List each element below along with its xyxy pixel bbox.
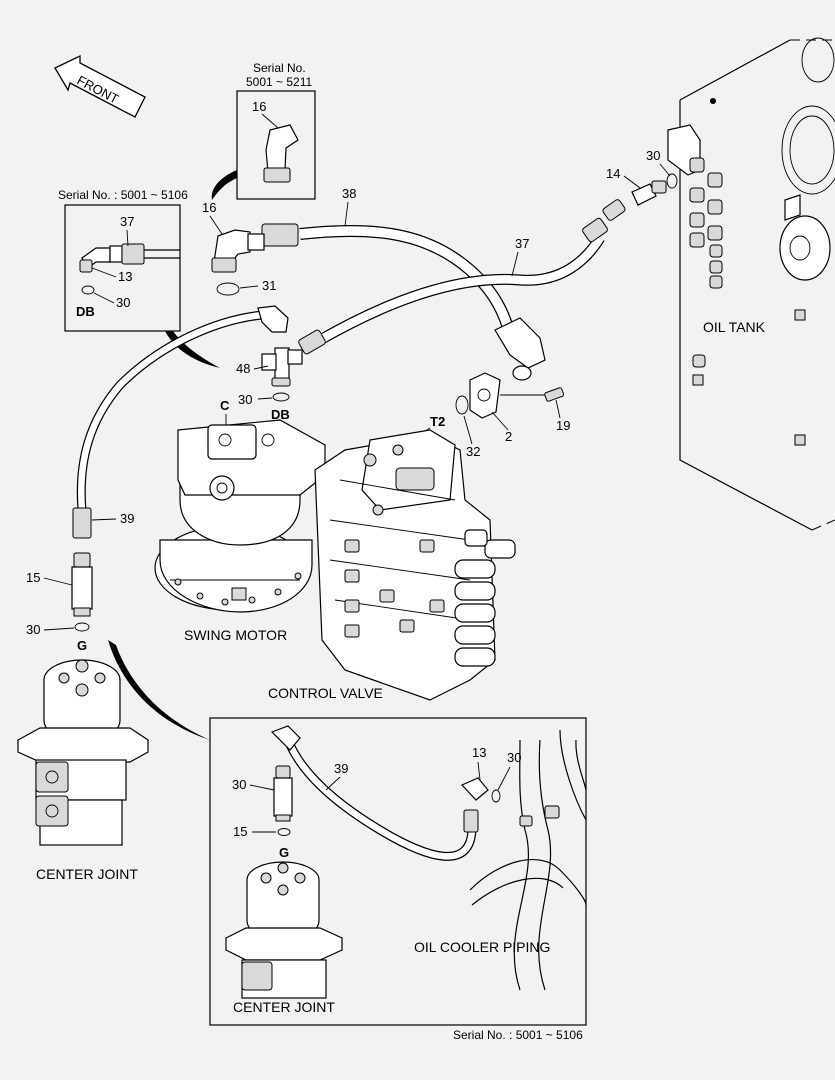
oring-31: 31 — [216, 278, 276, 296]
part-30-g-label: 30 — [26, 622, 40, 637]
part-37-inset-label: 37 — [120, 214, 134, 229]
serial-top-line1: Serial No. — [253, 61, 306, 75]
oil-cooler-piping-caption: OIL COOLER PIPING — [414, 939, 550, 955]
fitting-48: 48 30 DB — [236, 347, 303, 422]
serial-top-line2: 5001 ~ 5211 — [246, 75, 313, 89]
tank-bolt-heads — [689, 98, 806, 446]
oil-tank: OIL TANK — [667, 37, 835, 531]
port-db-inset-label: DB — [76, 304, 95, 319]
part-2-label: 2 — [505, 429, 512, 444]
serial-bottom-label: Serial No. : 5001 ~ 5106 — [453, 1028, 583, 1042]
part-30-cooler-label: 30 — [507, 750, 521, 765]
oil-cooler-pipes — [469, 729, 587, 991]
serial-inset-left: Serial No. : 5001 ~ 5106 37 13 30 DB — [58, 188, 220, 368]
part-30-db-label: 30 — [238, 392, 252, 407]
part-30-inset-label: 30 — [116, 295, 130, 310]
port-t2-label: T2 — [430, 414, 445, 429]
port-g-label: G — [77, 638, 87, 653]
part-39-inset-label: 39 — [334, 761, 348, 776]
part-48-label: 48 — [236, 361, 250, 376]
adapter-15: 15 30 G — [26, 552, 93, 653]
swing-motor-bolts — [174, 572, 302, 606]
part-13-inset-label: 13 — [118, 269, 132, 284]
center-joint-inset-caption: CENTER JOINT — [233, 999, 335, 1015]
part-31-label: 31 — [262, 278, 276, 293]
center-joint: CENTER JOINT — [17, 659, 149, 882]
control-valve-caption: CONTROL VALVE — [268, 685, 383, 701]
hose-38: 38 — [261, 186, 546, 381]
part-15-cj-inset-label: 15 — [233, 824, 247, 839]
serial-inset-top: Serial No. 5001 ~ 5211 16 — [211, 61, 316, 200]
oil-tank-caption: OIL TANK — [703, 319, 766, 335]
swing-motor-caption: SWING MOTOR — [184, 627, 287, 643]
control-valve-ports — [344, 444, 445, 638]
part-30-tank-label: 30 — [646, 148, 660, 163]
fitting-16: 16 — [202, 200, 265, 273]
oil-cooler-inset: 39 13 30 30 15 G — [209, 717, 587, 1026]
port-g-inset-label: G — [279, 845, 289, 860]
swing-motor: C SWING MOTOR — [154, 398, 326, 643]
part-16-inset-label: 16 — [252, 99, 266, 114]
part-38-label: 38 — [342, 186, 356, 201]
hose-39: 39 — [72, 305, 289, 539]
part-37-label: 37 — [515, 236, 529, 251]
port-db-label: DB — [271, 407, 290, 422]
control-valve-spools — [454, 529, 516, 667]
part-14-label: 14 — [606, 166, 620, 181]
part-30-cj-inset-label: 30 — [232, 777, 246, 792]
tank-fitting-14: 14 30 — [606, 148, 678, 206]
part-13-cooler-label: 13 — [472, 745, 486, 760]
part-19-label: 19 — [556, 418, 570, 433]
part-15-label: 15 — [26, 570, 40, 585]
part-32-label: 32 — [466, 444, 480, 459]
part-16-label: 16 — [202, 200, 216, 215]
front-arrow-icon: FRONT — [54, 54, 146, 118]
control-valve: CONTROL VALVE — [268, 429, 516, 701]
part-39-label: 39 — [120, 511, 134, 526]
hose-37: 37 — [298, 199, 626, 355]
port-c-label: C — [220, 398, 230, 413]
center-joint-caption: CENTER JOINT — [36, 866, 138, 882]
serial-left-label: Serial No. : 5001 ~ 5106 — [58, 188, 188, 202]
inset-leader — [108, 640, 210, 740]
